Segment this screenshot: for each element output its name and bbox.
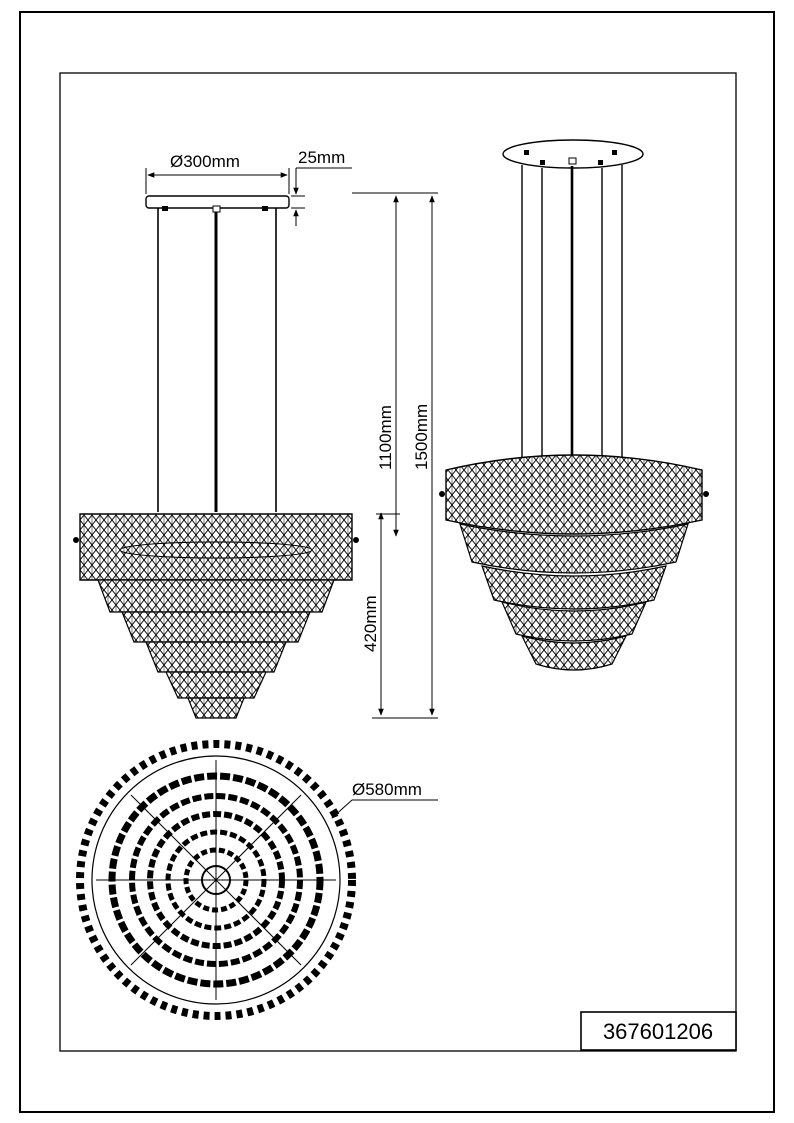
- perspective-tier-4: [500, 601, 648, 642]
- front-tier-4: [145, 641, 287, 673]
- front-tier-3: [121, 611, 311, 643]
- body-height-label: 420mm: [361, 595, 380, 652]
- dim-canopy-height: 25mm: [291, 148, 352, 226]
- total-height-label: 1500mm: [412, 404, 431, 470]
- front-tier-5: [165, 671, 267, 699]
- front-tier-2: [97, 579, 335, 613]
- part-number-box: 367601206: [580, 1011, 737, 1051]
- perspective-tier-2: [459, 523, 689, 574]
- part-number: 367601206: [603, 1019, 713, 1044]
- front-top-ring: [79, 513, 353, 581]
- front-tier-6: [187, 697, 245, 719]
- top-view: [76, 740, 356, 1020]
- inner-frame: [59, 72, 737, 1052]
- canopy-height-label: 25mm: [298, 148, 345, 167]
- body-diameter-label: Ø580mm: [352, 780, 422, 799]
- dim-canopy-diameter: Ø300mm: [145, 152, 290, 194]
- dim-vertical: 1100mm 1500mm 420mm: [352, 192, 438, 719]
- perspective-top-ring: [445, 454, 703, 535]
- outer-frame: [19, 11, 775, 1113]
- perspective-view: [439, 139, 709, 671]
- front-view: [73, 195, 359, 719]
- drop-length-label: 1100mm: [376, 405, 395, 470]
- dim-body-diameter: Ø580mm: [331, 780, 438, 819]
- canopy-diameter-label: Ø300mm: [170, 152, 240, 171]
- top-outer-crystals: [76, 740, 356, 1020]
- perspective-tier-5: [520, 635, 628, 671]
- perspective-tier-3: [481, 565, 667, 610]
